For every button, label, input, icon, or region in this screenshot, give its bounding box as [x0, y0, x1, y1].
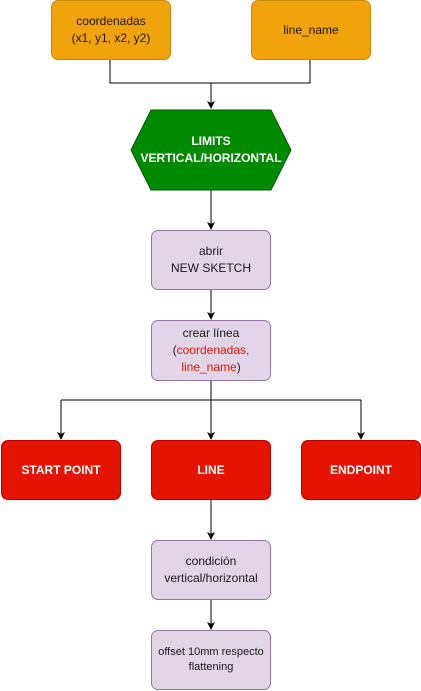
limits-line2: VERTICAL/HORIZONTAL — [140, 151, 282, 165]
edge-line-name-to-merge — [211, 60, 311, 84]
crear-linea-node[interactable]: crear línea (coordenadas, line_name) — [151, 320, 271, 381]
endpoint-label: ENDPOINT — [329, 462, 392, 477]
limits-label: LIMITS VERTICAL/HORIZONTAL — [131, 110, 291, 190]
limits-hexagon[interactable] — [130, 109, 292, 191]
start-point-label: START POINT — [21, 462, 101, 477]
line-name-label: line_name — [283, 22, 339, 37]
coordenadas-args: (x1, y1, x2, y2) — [71, 31, 151, 45]
edge-coordenadas-to-merge — [109, 60, 211, 84]
crear-close-paren: ) — [236, 360, 241, 374]
line-label: LINE — [197, 462, 225, 477]
condicion-node[interactable]: condición vertical/horizontal — [151, 540, 271, 600]
condicion-line1: condición — [185, 554, 237, 568]
abrir-line1: abrir — [198, 244, 223, 258]
abrir-node[interactable]: abrir NEW SKETCH — [151, 230, 271, 290]
abrir-line2: NEW SKETCH — [170, 261, 251, 275]
start-point-node[interactable]: START POINT — [1, 440, 121, 500]
coordenadas-node[interactable]: coordenadas (x1, y1, x2, y2) — [51, 0, 171, 60]
coordenadas-label: coordenadas — [76, 14, 146, 28]
condicion-line2: vertical/horizontal — [164, 571, 258, 585]
crear-arg-line-name: line_name — [181, 360, 237, 374]
line-node[interactable]: LINE — [151, 440, 271, 500]
offset-line2: flattening — [188, 661, 234, 673]
endpoint-node[interactable]: ENDPOINT — [301, 440, 421, 500]
offset-line1: offset 10mm respecto — [158, 646, 264, 658]
offset-node[interactable]: offset 10mm respecto flattening — [151, 630, 271, 690]
line-name-node[interactable]: line_name — [251, 0, 371, 60]
crear-linea-line1: crear línea — [182, 326, 240, 340]
crear-linea-line2: (coordenadas, — [173, 342, 250, 359]
crear-open-paren: ( — [172, 343, 177, 357]
crear-linea-line3: line_name) — [181, 359, 240, 376]
limits-line1: LIMITS — [191, 134, 231, 148]
crear-arg-coordenadas: coordenadas, — [176, 343, 250, 357]
